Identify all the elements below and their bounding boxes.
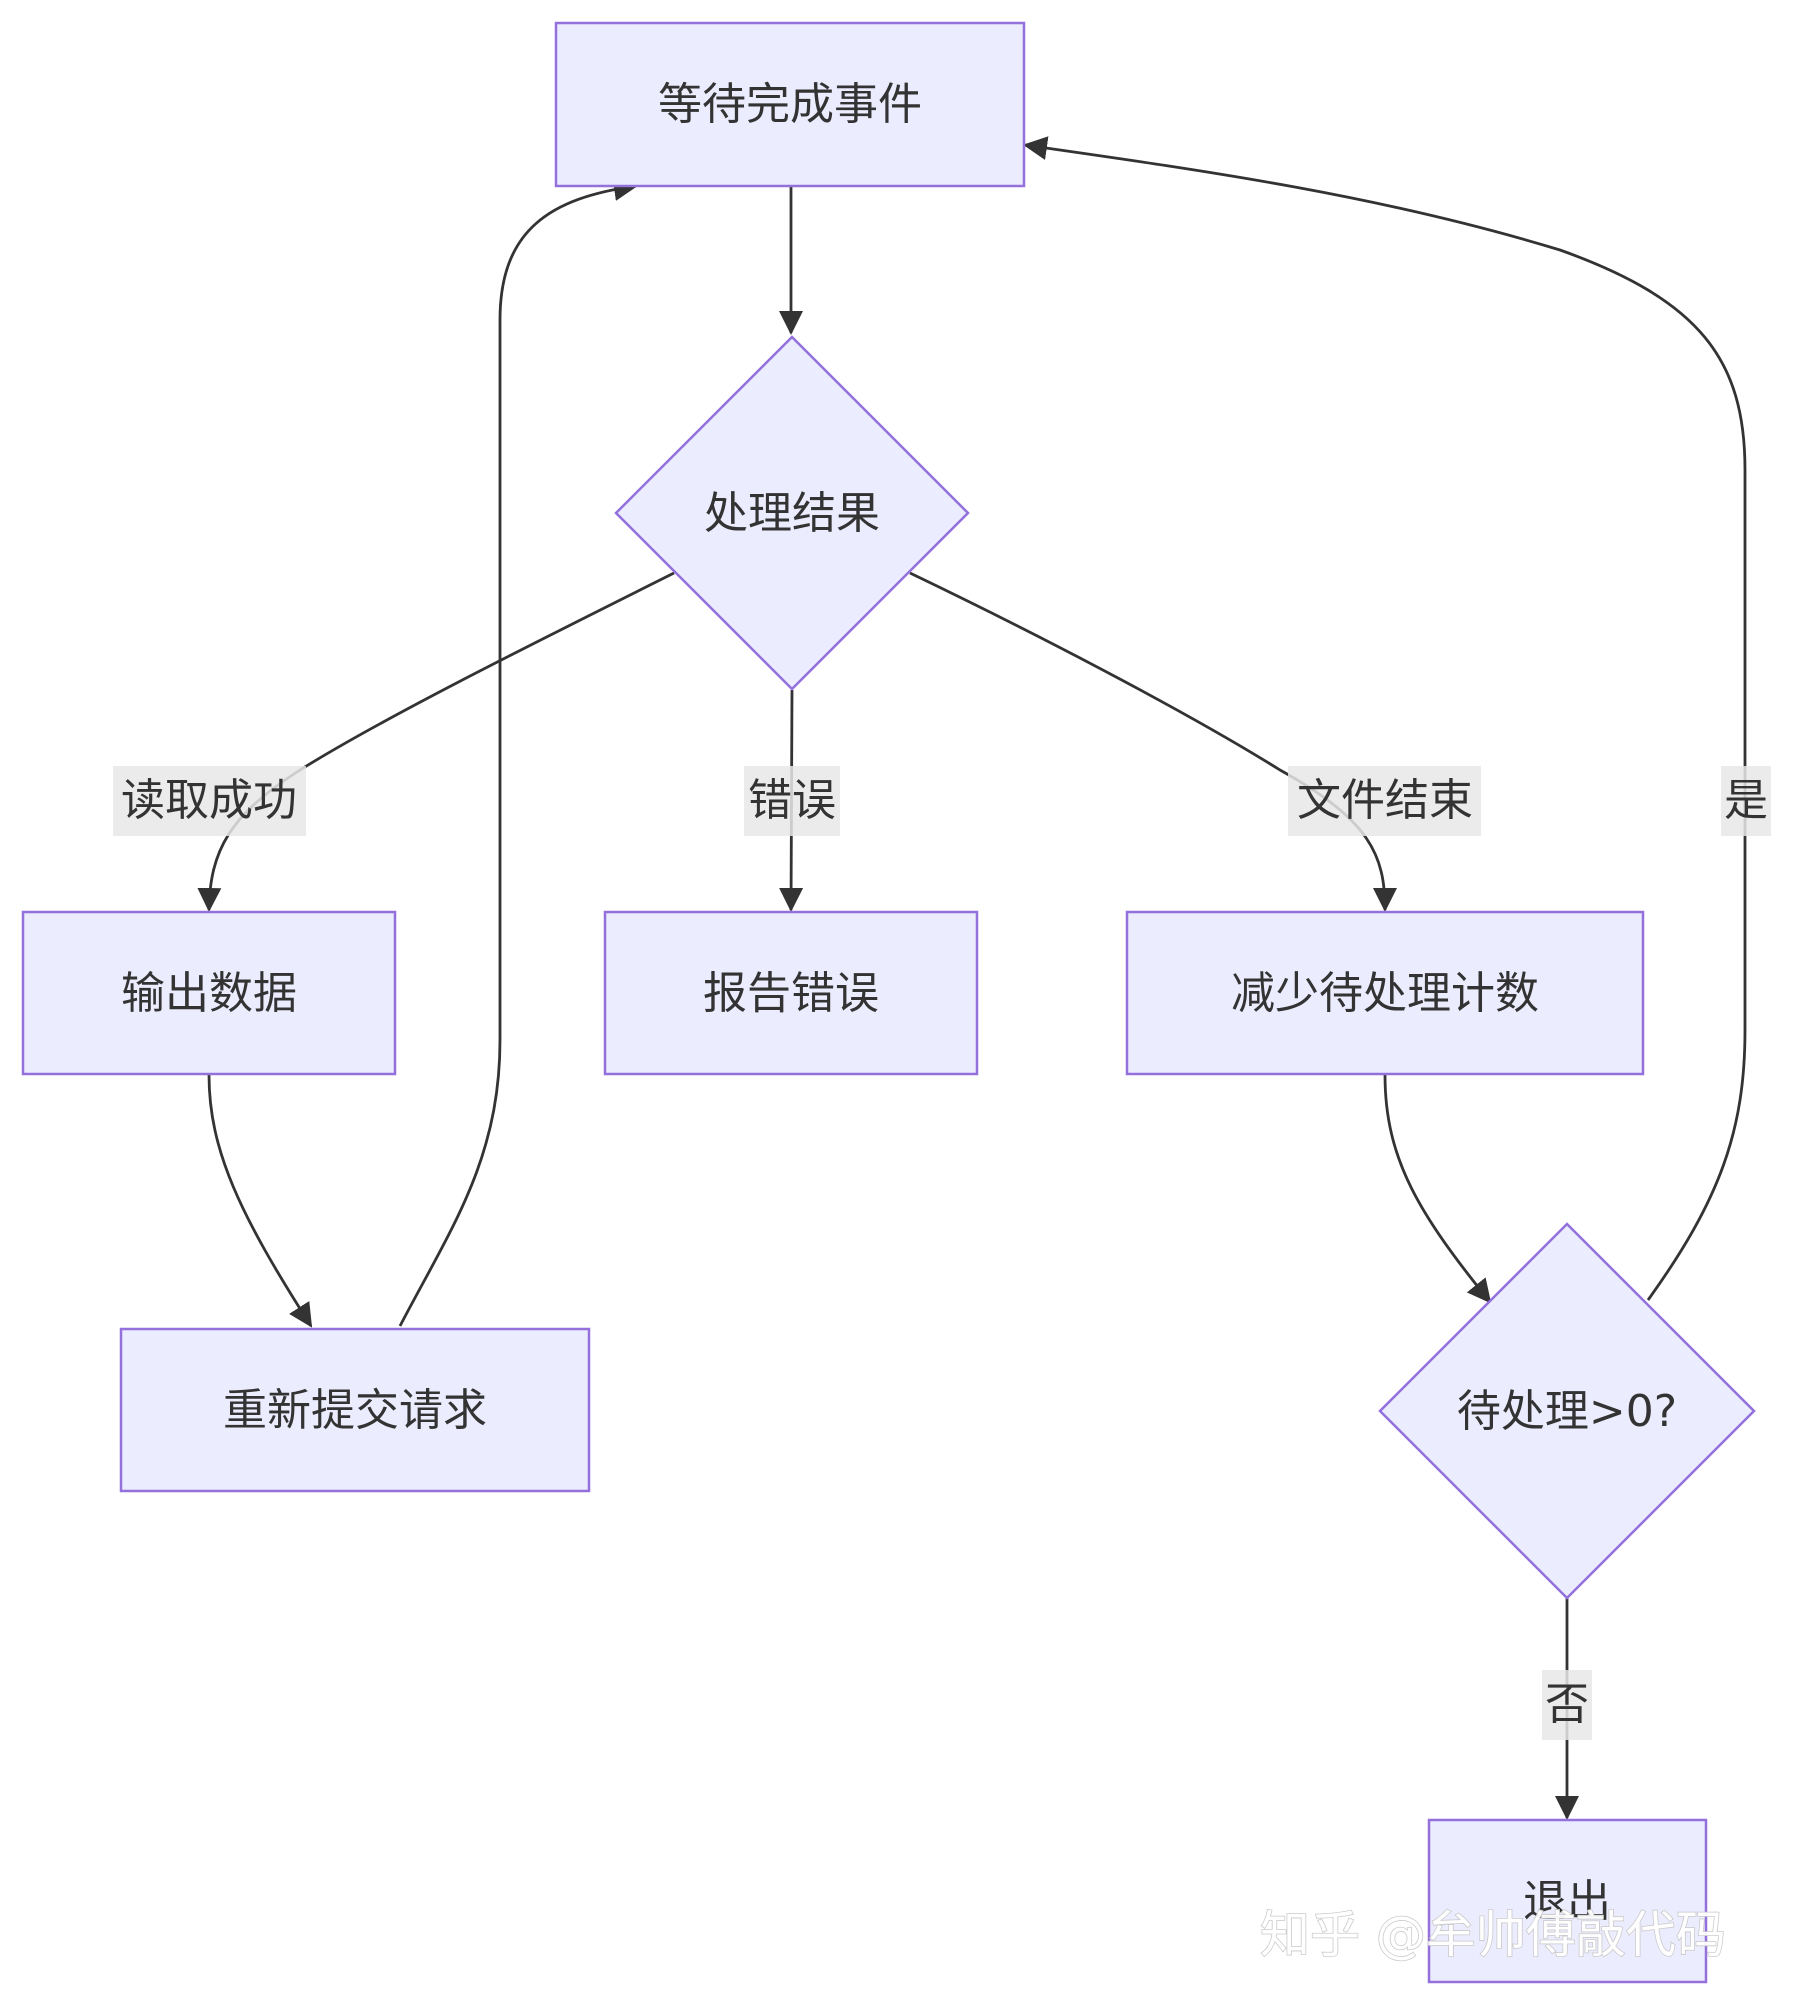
edge-decrement-to-check [1383,1074,1492,1304]
edge-labels: 读取成功 错误 文件结束 是 否 [113,766,1771,1740]
edge-process-to-output [197,571,675,912]
label-yes: 是 [1721,766,1771,836]
node-wait-event-text: 等待完成事件 [658,79,922,130]
label-read-success: 读取成功 [113,766,306,836]
node-pending-check-text: 待处理>0? [1457,1386,1677,1437]
label-read-success-text: 读取成功 [121,775,297,826]
edge-process-to-decrement [909,571,1397,912]
edge-check-to-wait [1023,136,1747,1301]
node-exit: 退出 [1427,1818,1708,1984]
node-pending-check: 待处理>0? [1378,1222,1756,1600]
label-yes-text: 是 [1724,775,1768,826]
label-error: 错误 [744,766,840,836]
node-resubmit-request-text: 重新提交请求 [223,1385,487,1436]
node-decrement-pending-text: 减少待处理计数 [1231,968,1539,1019]
node-output-data: 输出数据 [21,910,397,1076]
node-process-result: 处理结果 [614,335,970,691]
label-no-text: 否 [1545,1679,1589,1730]
edge-output-to-resubmit [207,1074,313,1328]
node-output-data-text: 输出数据 [121,968,297,1019]
node-decrement-pending: 减少待处理计数 [1125,910,1645,1076]
node-resubmit-request: 重新提交请求 [119,1327,591,1493]
node-report-error: 报告错误 [603,910,979,1076]
label-no: 否 [1542,1670,1592,1740]
node-process-result-text: 处理结果 [704,488,880,539]
watermark: 知乎 @牟帅傅敲代码 [1260,1906,1726,1964]
edge-resubmit-to-wait [398,177,638,1327]
node-wait-event: 等待完成事件 [554,21,1026,188]
node-exit-text: 退出 [1523,1876,1611,1927]
label-error-text: 错误 [748,775,836,826]
node-report-error-text: 报告错误 [703,968,879,1019]
nodes: 等待完成事件 处理结果 输出数据 报告错误 减少待处理计数 重新提交请求 待处理… [21,21,1756,1984]
edges [197,136,1747,1820]
label-file-end: 文件结束 [1288,766,1481,836]
label-file-end-text: 文件结束 [1297,775,1473,826]
